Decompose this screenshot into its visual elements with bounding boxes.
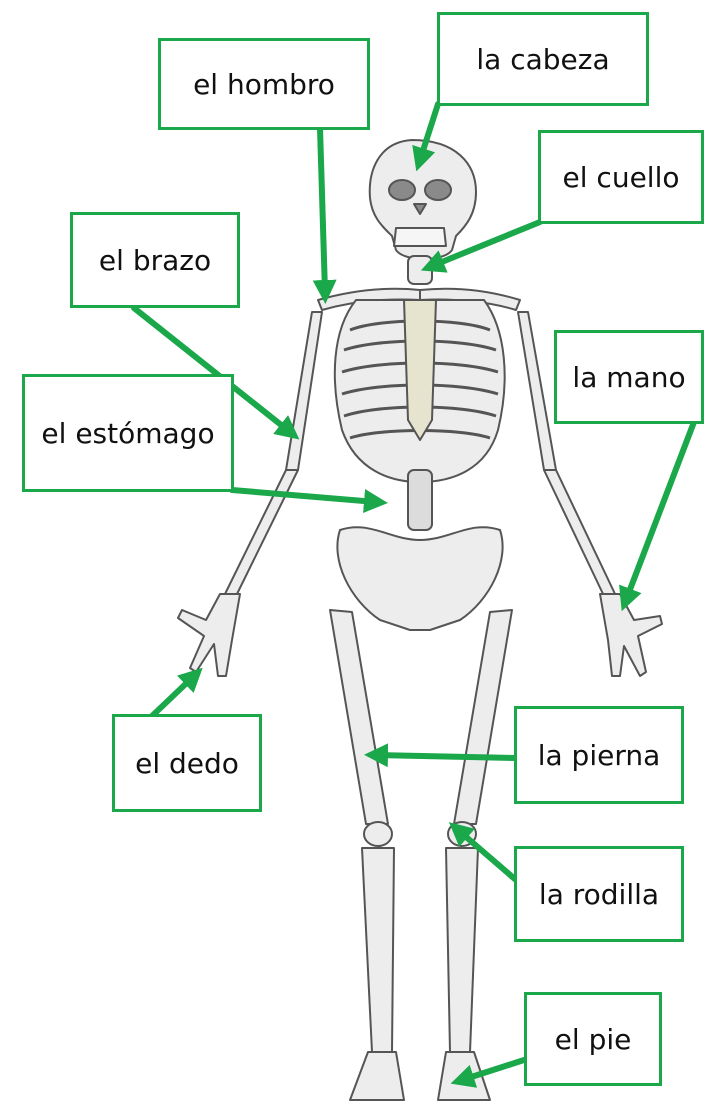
arrow-dedo <box>152 676 194 716</box>
label-la-rodilla: la rodilla <box>514 846 684 942</box>
label-el-cuello: el cuello <box>538 130 704 224</box>
label-la-mano: la mano <box>554 330 704 424</box>
arrow-mano <box>626 422 694 600</box>
lumbar-spine <box>408 470 432 530</box>
femur-right <box>454 610 512 824</box>
cervical-spine <box>408 256 432 284</box>
label-la-pierna: la pierna <box>514 706 684 804</box>
tibia-right <box>446 848 478 1052</box>
label-el-brazo: el brazo <box>70 212 240 308</box>
label-el-pie: el pie <box>524 992 662 1086</box>
forearm-right <box>544 470 616 596</box>
jaw <box>394 228 446 246</box>
foot-left <box>350 1052 404 1100</box>
pelvis <box>337 527 502 630</box>
arrow-estomago <box>232 490 376 502</box>
sternum <box>404 300 436 440</box>
label-el-hombro: el hombro <box>158 38 370 130</box>
kneecap-left <box>364 822 392 846</box>
hand-left <box>178 594 240 676</box>
hand-right <box>600 594 662 676</box>
label-el-estomago: el estómago <box>22 374 234 492</box>
arrow-pierna <box>376 755 516 758</box>
label-el-dedo: el dedo <box>112 714 262 812</box>
femur-left <box>330 610 388 824</box>
humerus-left <box>286 312 322 470</box>
eye-socket-left <box>389 180 415 200</box>
humerus-right <box>518 312 556 470</box>
label-la-cabeza: la cabeza <box>437 12 649 106</box>
eye-socket-right <box>425 180 451 200</box>
tibia-left <box>362 848 394 1052</box>
arrow-hombro <box>320 128 325 292</box>
skeleton <box>178 140 662 1100</box>
